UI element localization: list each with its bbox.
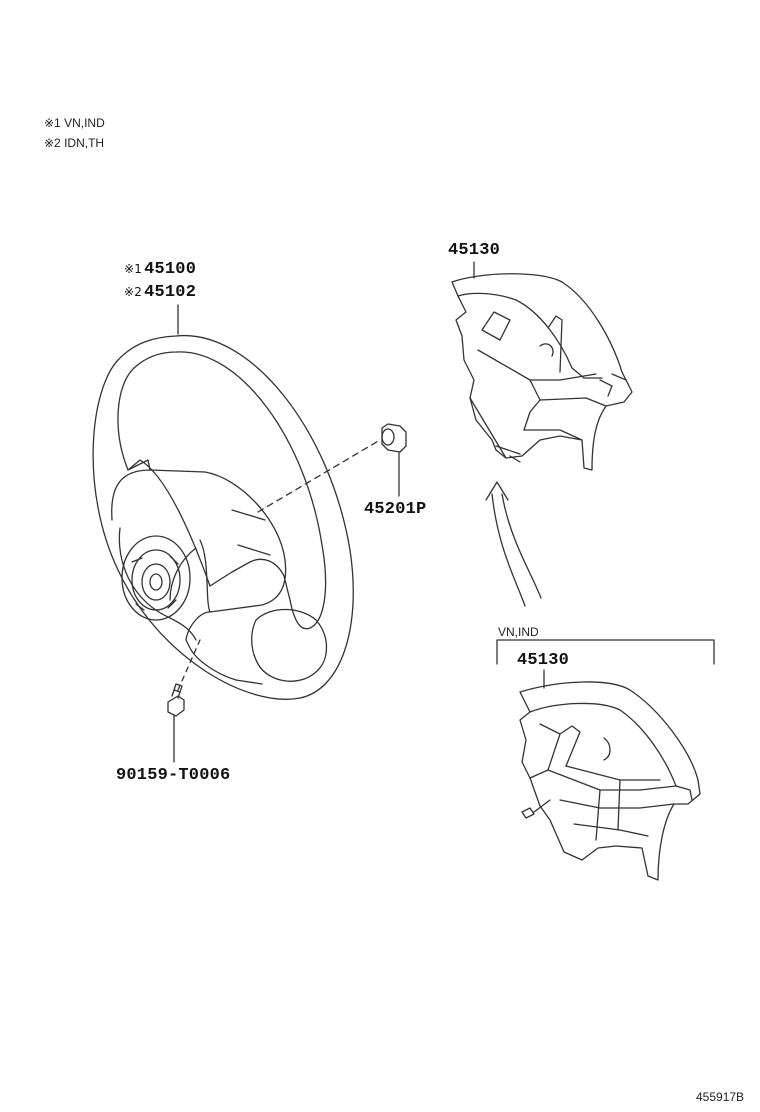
label-horn-pad-upper: 45130: [448, 241, 501, 260]
label-nut: 45201P: [364, 500, 427, 519]
label-mark-2: ※2: [124, 285, 143, 299]
assembly-arrow: [486, 482, 541, 606]
label-mark-1: ※1: [124, 262, 143, 276]
legend-item-1: ※1 VN,IND: [44, 116, 105, 130]
label-screw: 90159-T0006: [116, 766, 231, 785]
label-number-45102: 45102: [144, 283, 197, 302]
dash-line-screw: [178, 640, 200, 690]
legend-text-2: IDN,TH: [64, 136, 105, 150]
horn-pad-upper: [452, 274, 632, 470]
variant-label: VN,IND: [498, 625, 539, 639]
steering-wheel: [93, 336, 353, 700]
legend-item-2: ※2 IDN,TH: [44, 136, 104, 150]
label-number-45100: 45100: [144, 260, 197, 279]
screw-part: [168, 684, 184, 716]
legend-mark-2: ※2: [44, 136, 61, 150]
dash-line-nut: [258, 440, 380, 512]
legend-mark-1: ※1: [44, 116, 61, 130]
horn-pad-lower: [520, 682, 700, 880]
figure-id: 455917B: [696, 1090, 745, 1104]
variant-bracket: [497, 640, 714, 664]
label-horn-pad-lower: 45130: [517, 651, 570, 670]
nut-part: [382, 424, 406, 452]
legend-text-1: VN,IND: [64, 116, 105, 130]
